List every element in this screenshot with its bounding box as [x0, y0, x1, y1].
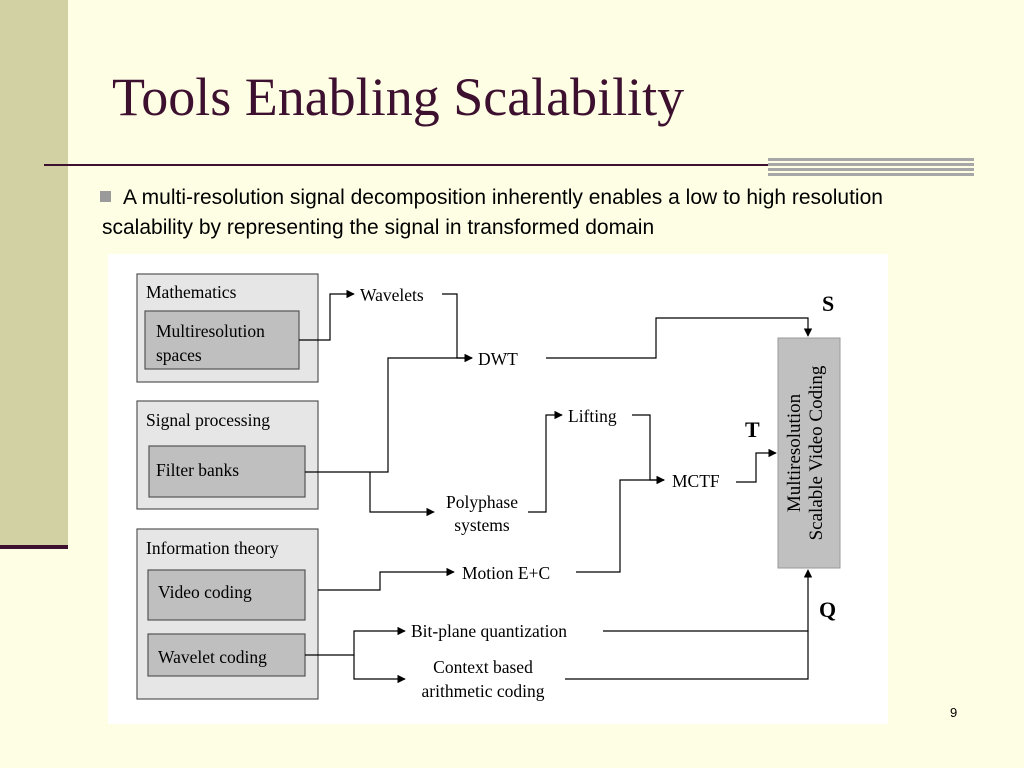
- box-label-wavelet-coding: Wavelet coding: [158, 647, 267, 667]
- scalability-diagram: Mathematics Multiresolution spaces Signa…: [108, 254, 888, 724]
- decor-grey-block: [768, 158, 974, 178]
- node-context-line1: Context based: [433, 657, 533, 677]
- box-label-video-coding: Video coding: [158, 582, 252, 602]
- node-polyphase-line2: systems: [454, 515, 510, 535]
- group-label-mathematics: Mathematics: [146, 282, 237, 302]
- group-label-signal-processing: Signal processing: [146, 410, 270, 430]
- box-label-filter-banks: Filter banks: [156, 460, 240, 480]
- bullet-item: A multi-resolution signal decomposition …: [100, 183, 962, 243]
- node-wavelets: Wavelets: [360, 285, 424, 305]
- left-decor-rule: [0, 545, 68, 549]
- node-dwt: DWT: [478, 349, 518, 369]
- connector-filterbanks-polyphase: [369, 472, 435, 517]
- connector-multiresolution-wavelets: [299, 289, 355, 341]
- box-video-coding: [147, 569, 306, 621]
- connector-waveletcoding-context: [353, 655, 406, 684]
- box-filter-banks: [148, 445, 306, 498]
- bullet-text: A multi-resolution signal decomposition …: [102, 186, 883, 239]
- connector-mctf-target: [736, 448, 777, 483]
- node-context-line2: arithmetic coding: [421, 681, 545, 701]
- label-q: Q: [819, 597, 837, 622]
- label-t: T: [745, 417, 760, 442]
- target-label-line2: Scalable Video Coding: [806, 365, 827, 541]
- label-s: S: [822, 291, 835, 316]
- title-rule: [44, 164, 974, 166]
- diagram-graphics: [136, 273, 841, 700]
- box-label-multiresolution-line1: Multiresolution: [156, 321, 265, 341]
- node-mctf: MCTF: [672, 471, 720, 491]
- node-polyphase-line1: Polyphase: [446, 492, 518, 512]
- connector-videocoding-motion: [318, 567, 455, 591]
- left-decor-band: [0, 0, 68, 545]
- node-bitplane-quantization: Bit-plane quantization: [411, 621, 567, 641]
- connector-filterbanks-dwt: [305, 353, 473, 473]
- group-label-information-theory: Information theory: [146, 538, 279, 558]
- box-label-multiresolution-line2: spaces: [156, 345, 202, 365]
- slide-title: Tools Enabling Scalability: [112, 67, 685, 127]
- connector-lifting-mctf: [632, 414, 665, 485]
- box-multiresolution-spaces: [144, 310, 300, 370]
- node-motion-ec: Motion E+C: [462, 563, 551, 583]
- bullet-square-icon: [100, 191, 111, 202]
- target-label: Multiresolution Scalable Video Coding: [784, 366, 828, 541]
- connector-polyphase-lifting: [528, 410, 563, 513]
- connector-motion-mctf: [576, 475, 665, 573]
- box-wavelet-coding: [147, 633, 306, 677]
- connector-waveletcoding-bitplane: [305, 626, 406, 656]
- target-label-line1: Multiresolution: [784, 393, 805, 513]
- connector-dwt-target: [546, 317, 813, 359]
- connector-wavelets-dwt: [442, 293, 473, 363]
- connector-context-target: [565, 631, 809, 680]
- box-scalable-video-coding: [777, 337, 841, 569]
- page-number: 9: [950, 705, 958, 720]
- node-lifting: Lifting: [568, 406, 617, 426]
- connector-bitplane-target: [603, 569, 813, 632]
